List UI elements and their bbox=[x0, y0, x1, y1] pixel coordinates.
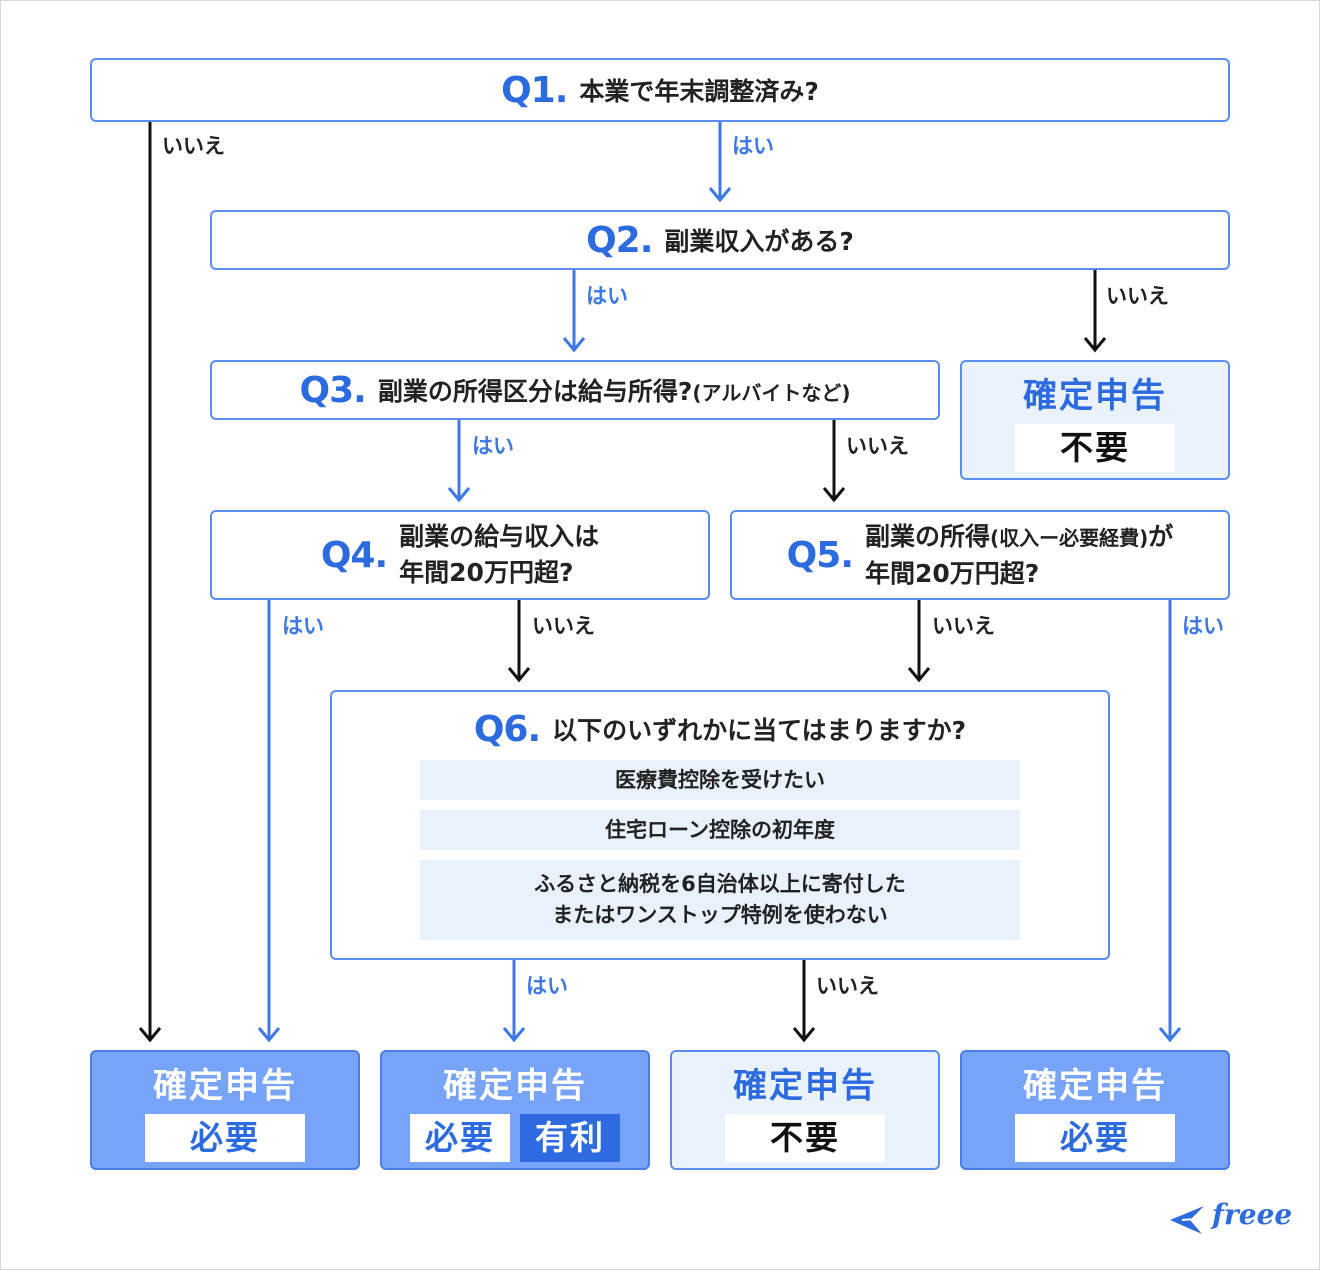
freee-logo-text: freee bbox=[1212, 1198, 1293, 1231]
q6-number: Q6. bbox=[473, 708, 541, 750]
result-required-advantageous: 確定申告 必要 有利 bbox=[380, 1050, 650, 1170]
result-required-1: 確定申告 必要 bbox=[90, 1050, 360, 1170]
q5-line1a: 副業の所得 bbox=[865, 521, 991, 551]
freee-bird-icon bbox=[1170, 1206, 1209, 1234]
q5-line1b: (収入ー必要経費) bbox=[990, 525, 1149, 550]
question-q2: Q2. 副業収入がある? bbox=[210, 210, 1230, 270]
label-q1-no: いいえ bbox=[162, 134, 225, 158]
arrow-q5-yes bbox=[1158, 600, 1182, 1043]
arrow-q6-no bbox=[792, 960, 816, 1043]
arrow-q6-yes bbox=[502, 960, 526, 1043]
arrow-q5-no bbox=[907, 600, 931, 683]
q6-text: 以下のいずれかに当てはまりますか? bbox=[552, 716, 967, 745]
q3-note: (アルバイトなど) bbox=[692, 381, 851, 405]
badge-required: 必要 bbox=[145, 1114, 305, 1162]
label-q5-yes: はい bbox=[1182, 614, 1224, 638]
label-q2-no: いいえ bbox=[1106, 284, 1169, 308]
arrow-q3-no bbox=[822, 420, 846, 503]
q2-number: Q2. bbox=[586, 219, 653, 261]
arrow-q1-yes bbox=[708, 122, 732, 203]
label-q1-yes: はい bbox=[732, 134, 774, 158]
label-q6-yes: はい bbox=[526, 974, 568, 998]
label-q5-no: いいえ bbox=[932, 614, 995, 638]
q3-number: Q3. bbox=[299, 369, 367, 411]
arrow-q1-no bbox=[138, 122, 162, 1043]
q6-option-furusato-line1: ふるさと納税を6自治体以上に寄付した bbox=[534, 872, 906, 896]
result-required-2: 確定申告 必要 bbox=[960, 1050, 1230, 1170]
result-title: 確定申告 bbox=[153, 1066, 297, 1106]
result-title: 確定申告 bbox=[1023, 376, 1167, 416]
label-q4-no: いいえ bbox=[532, 614, 595, 638]
q6-option-housing-loan: 住宅ローン控除の初年度 bbox=[420, 810, 1020, 850]
q3-main: 副業の所得区分は給与所得? bbox=[377, 377, 693, 406]
q4-number: Q4. bbox=[320, 534, 388, 576]
q5-text: 副業の所得(収入ー必要経費)が年間20万円超? bbox=[865, 519, 1173, 592]
q6-option-furusato: ふるさと納税を6自治体以上に寄付した またはワンストップ特例を使わない bbox=[420, 860, 1020, 940]
result-not-required: 確定申告 不要 bbox=[670, 1050, 940, 1170]
badge-required: 必要 bbox=[1015, 1114, 1175, 1162]
result-title: 確定申告 bbox=[733, 1066, 877, 1106]
label-q3-yes: はい bbox=[472, 434, 514, 458]
badge-not-required: 不要 bbox=[1015, 424, 1175, 472]
q4-line2: 年間20万円超? bbox=[399, 558, 574, 587]
arrow-q3-yes bbox=[447, 420, 471, 503]
question-q5: Q5. 副業の所得(収入ー必要経費)が年間20万円超? bbox=[730, 510, 1230, 600]
arrow-q4-no bbox=[507, 600, 531, 683]
q5-line1c: が bbox=[1148, 521, 1174, 551]
q6-option-furusato-line2: またはワンストップ特例を使わない bbox=[552, 903, 888, 927]
question-q4: Q4. 副業の給与収入は年間20万円超? bbox=[210, 510, 710, 600]
q1-text: 本業で年末調整済み? bbox=[579, 77, 819, 106]
q2-text: 副業収入がある? bbox=[664, 227, 854, 256]
badge-required: 必要 bbox=[410, 1114, 510, 1162]
q5-line2: 年間20万円超? bbox=[865, 558, 1040, 588]
result-title: 確定申告 bbox=[443, 1066, 587, 1106]
question-q1: Q1. 本業で年末調整済み? bbox=[90, 58, 1230, 122]
q3-text: 副業の所得区分は給与所得?(アルバイトなど) bbox=[378, 372, 851, 408]
badge-not-required: 不要 bbox=[725, 1114, 885, 1162]
label-q3-no: いいえ bbox=[846, 434, 909, 458]
q1-number: Q1. bbox=[501, 69, 568, 111]
arrow-q2-yes bbox=[562, 270, 586, 353]
arrow-q4-yes bbox=[257, 600, 281, 1043]
label-q4-yes: はい bbox=[282, 614, 324, 638]
result-title: 確定申告 bbox=[1023, 1066, 1167, 1106]
arrow-q2-no bbox=[1083, 270, 1107, 353]
question-q3: Q3. 副業の所得区分は給与所得?(アルバイトなど) bbox=[210, 360, 940, 420]
result-q2-not-required: 確定申告 不要 bbox=[960, 360, 1230, 480]
q4-line1: 副業の給与収入は bbox=[399, 522, 600, 551]
label-q6-no: いいえ bbox=[816, 974, 879, 998]
q5-number: Q5. bbox=[786, 534, 854, 576]
q6-option-medical: 医療費控除を受けたい bbox=[420, 760, 1020, 800]
q6-header: Q6. 以下のいずれかに当てはまりますか? bbox=[332, 702, 1108, 756]
q4-text: 副業の給与収入は年間20万円超? bbox=[399, 519, 599, 591]
label-q2-yes: はい bbox=[586, 284, 628, 308]
badge-advantageous: 有利 bbox=[520, 1114, 620, 1162]
